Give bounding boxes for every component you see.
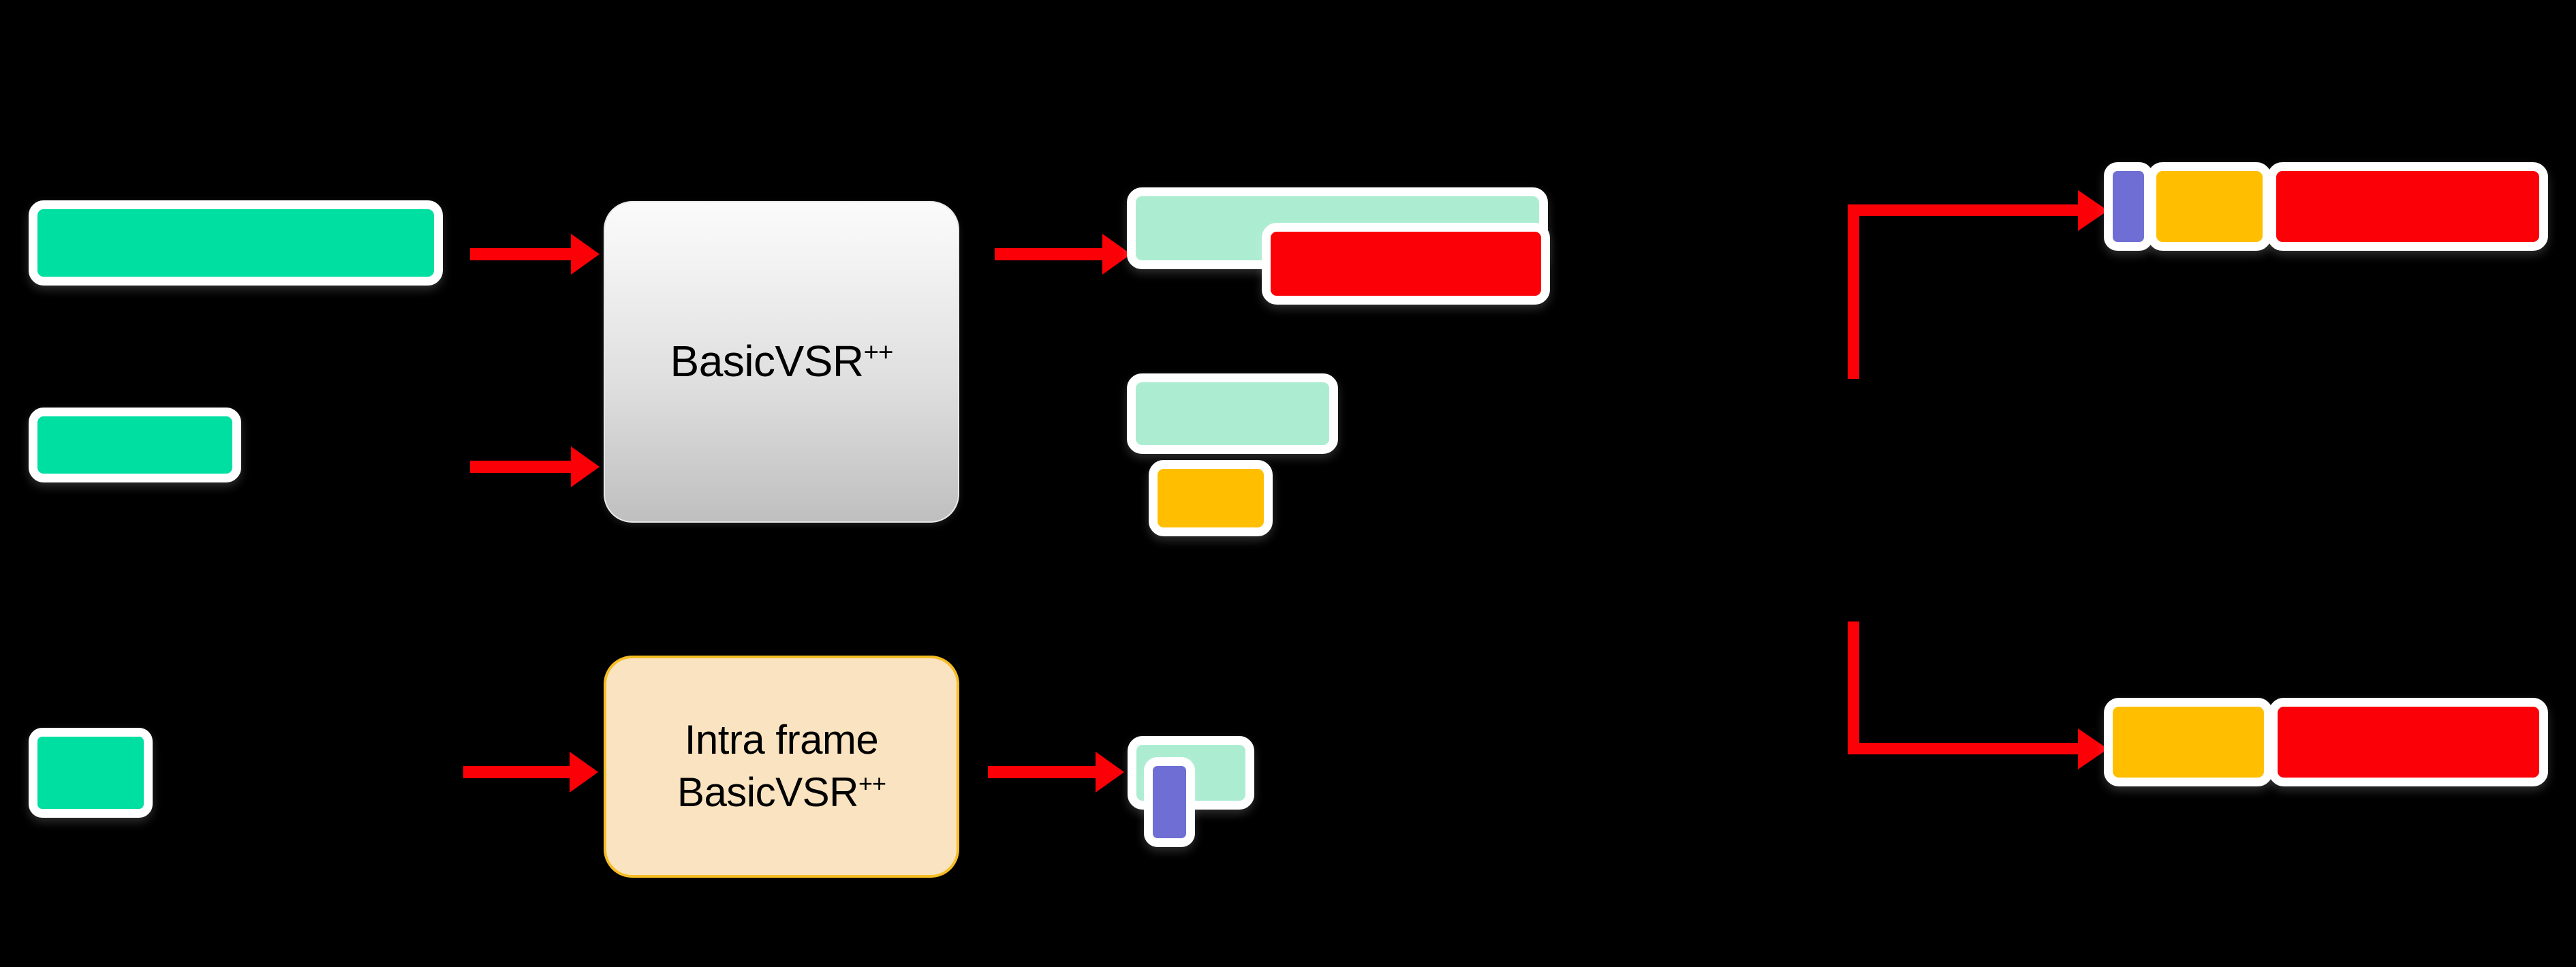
- input-long-sequence: [29, 200, 443, 286]
- intra-frame-line2: BasicVSR++: [677, 769, 886, 815]
- input-medium-sequence: [29, 408, 241, 482]
- output-medium-amber-overlay: [1149, 460, 1273, 536]
- input-short-sequence: [29, 728, 153, 818]
- superscript-plus-plus: ++: [863, 337, 894, 367]
- process-box-basicvsrpp-label: BasicVSR++: [670, 337, 894, 386]
- assembled-top-purple-segment: [2104, 162, 2153, 251]
- process-box-basicvsrpp[interactable]: BasicVSR++: [604, 201, 959, 523]
- output-medium-mint-base: [1127, 373, 1338, 454]
- elbow-to-assembled-top: [1848, 190, 2120, 379]
- superscript-plus-plus: ++: [858, 769, 886, 797]
- output-long-red-overlay: [1262, 223, 1550, 305]
- output-short-purple-overlay: [1144, 757, 1195, 847]
- assembled-bottom-red-segment: [2269, 698, 2548, 786]
- elbow-to-assembled-bottom: [1848, 621, 2120, 799]
- assembled-top-amber-segment: [2147, 162, 2271, 251]
- assembled-bottom-amber-segment: [2104, 698, 2273, 786]
- process-box-intra-frame-basicvsrpp[interactable]: Intra frame BasicVSR++: [604, 656, 959, 878]
- assembled-top-red-segment: [2267, 162, 2548, 251]
- intra-frame-line1: Intra frame: [684, 717, 879, 763]
